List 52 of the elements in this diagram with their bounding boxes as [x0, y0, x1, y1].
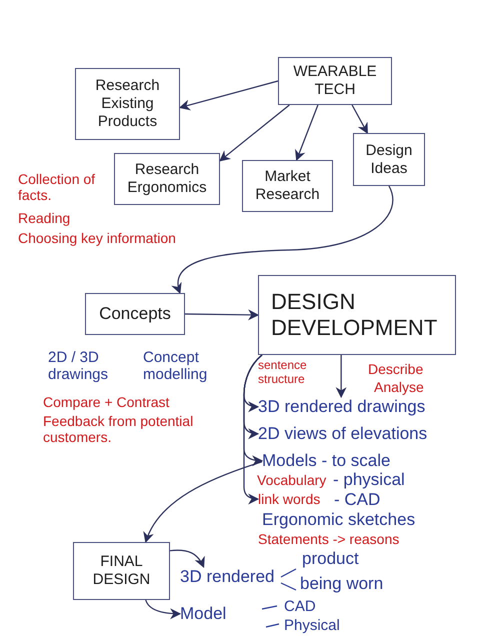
- note-text: Describe: [368, 361, 424, 378]
- process-box: [278, 57, 392, 105]
- note-text: Feedback from potential customers.: [43, 413, 194, 446]
- arrow: [145, 600, 182, 620]
- item-text: Model: [180, 604, 226, 624]
- box-text: Research Existing Products: [94, 77, 161, 131]
- process-box: [73, 542, 170, 600]
- note-text: product: [302, 549, 359, 569]
- note-text: CAD: [284, 598, 316, 616]
- process-box: [75, 68, 180, 140]
- note-text: Vocabulary: [257, 472, 326, 488]
- item-text: 2D views of elevations: [258, 424, 428, 444]
- process-box: [85, 293, 185, 335]
- box-text: Research Ergonomics: [126, 161, 208, 197]
- arrow: [178, 80, 278, 110]
- process-box: [114, 153, 220, 205]
- note-text: Reading: [18, 210, 70, 226]
- note-text: - physical: [333, 470, 405, 490]
- process-box: [258, 275, 456, 355]
- note-text: being worn: [300, 574, 384, 594]
- note-text: Choosing key information: [18, 230, 176, 246]
- box-text: WEARABLE TECH: [292, 63, 378, 99]
- note-text: Physical: [284, 617, 340, 634]
- arrow: [172, 186, 394, 294]
- note-text: Ergonomic sketches: [262, 510, 416, 530]
- arrow: [219, 104, 290, 162]
- item-text: 3D rendered: [180, 567, 275, 587]
- box-text: FINAL DESIGN: [92, 553, 152, 589]
- arrow: [243, 354, 262, 504]
- arrow: [352, 104, 368, 134]
- arrow: [144, 461, 262, 544]
- note-text: Analyse: [374, 379, 424, 396]
- note-text: 2D / 3D drawings: [48, 349, 110, 384]
- arrow: [170, 550, 204, 568]
- note-text: sentence structure: [258, 359, 308, 387]
- note-text: Statements -> reasons: [258, 531, 400, 548]
- arrow: [295, 104, 318, 162]
- item-text: 3D rendered drawings: [258, 397, 426, 417]
- process-box: [353, 133, 425, 186]
- note-text: Compare + Contrast: [43, 394, 170, 410]
- arrow: [336, 355, 347, 398]
- box-text: Design Ideas: [364, 142, 414, 178]
- item-text: Models - to scale: [262, 451, 390, 471]
- note-text: Concept modelling: [143, 349, 208, 384]
- box-text: Market Research: [254, 168, 321, 204]
- arrow: [185, 309, 260, 320]
- note-text: - CAD: [334, 490, 380, 510]
- box-text: DESIGN DEVELOPMENT: [271, 288, 438, 342]
- note-text: link words: [258, 491, 320, 508]
- note-text: Collection of facts.: [18, 171, 96, 204]
- process-box: [242, 160, 333, 212]
- box-text: Concepts: [99, 304, 171, 324]
